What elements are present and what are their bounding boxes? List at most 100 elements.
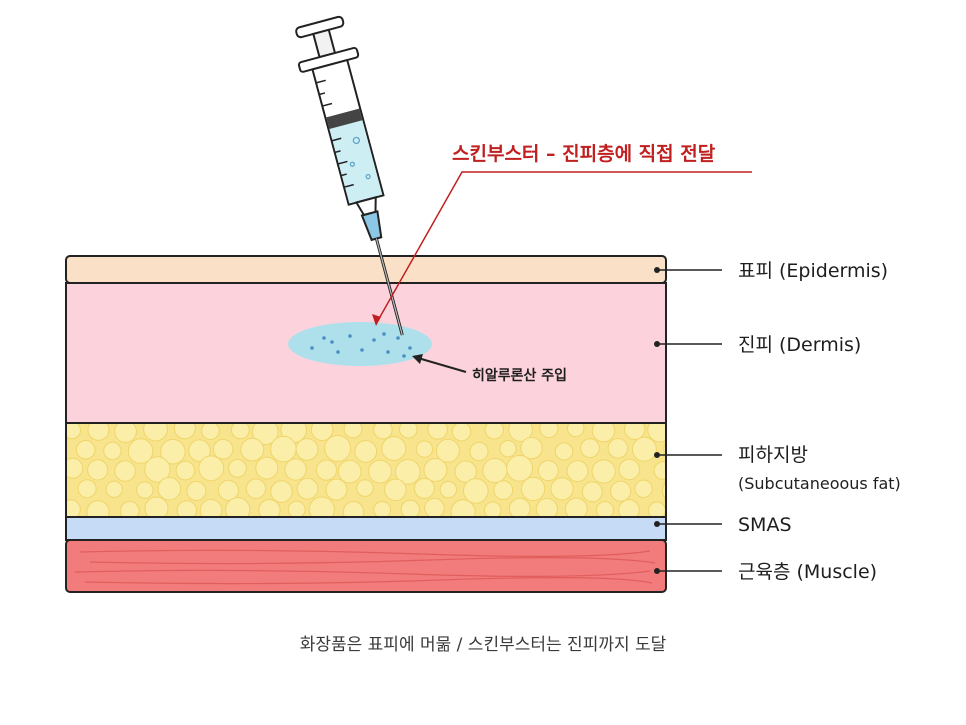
fat-cell bbox=[484, 423, 504, 440]
hyaluronic-dot bbox=[386, 350, 390, 354]
fat-cell bbox=[399, 423, 418, 439]
fat-cell bbox=[537, 460, 559, 482]
fat-cell bbox=[499, 440, 517, 458]
hyaluronic-dot bbox=[330, 340, 334, 344]
fat-cell bbox=[400, 499, 420, 517]
fat-cell bbox=[66, 457, 84, 479]
fat-cell bbox=[567, 423, 585, 438]
fat-cell bbox=[87, 423, 110, 441]
hyaluronic-dot bbox=[372, 338, 376, 342]
fat-cell bbox=[144, 496, 169, 517]
fat-cell bbox=[634, 479, 653, 498]
hyaluronic-dot bbox=[348, 334, 352, 338]
fat-cell bbox=[77, 479, 97, 499]
fat-cell bbox=[413, 477, 435, 499]
fat-cell bbox=[252, 423, 279, 446]
headline-callout: 스킨부스터 – 진피층에 직접 전달 bbox=[372, 143, 752, 326]
fat-cells bbox=[66, 423, 666, 517]
fat-cell bbox=[493, 480, 514, 501]
injection-callout: 히알루론산 주입 bbox=[412, 354, 567, 384]
fat-cell bbox=[270, 435, 297, 463]
fat-cell bbox=[157, 476, 182, 501]
fat-cell bbox=[119, 500, 140, 517]
fat-cell bbox=[217, 479, 239, 501]
fat-cell bbox=[103, 441, 122, 461]
hyaluronic-dot bbox=[336, 350, 340, 354]
fat-cell bbox=[631, 436, 657, 462]
fat-cell bbox=[258, 499, 281, 517]
label-dermis: 진피 (Dermis) bbox=[738, 334, 861, 356]
fat-cell bbox=[199, 498, 223, 517]
fat-cell bbox=[624, 423, 646, 440]
fat-cell bbox=[186, 481, 207, 501]
fat-cell bbox=[565, 497, 588, 517]
fat-cell bbox=[435, 438, 460, 463]
fat-cell bbox=[160, 438, 186, 465]
muscle-fibers bbox=[74, 549, 656, 585]
fat-cell bbox=[618, 458, 641, 481]
headline-text: 스킨부스터 – 진피층에 직접 전달 bbox=[452, 143, 716, 165]
fat-cell bbox=[315, 459, 337, 481]
fat-cell bbox=[554, 442, 574, 461]
fat-cell bbox=[368, 459, 392, 484]
fat-cell bbox=[483, 501, 502, 517]
fat-cell bbox=[66, 499, 81, 517]
leader-dots bbox=[654, 267, 660, 574]
fat-cell bbox=[591, 423, 616, 443]
fat-cell bbox=[539, 423, 559, 439]
fat-cell bbox=[86, 500, 110, 517]
label-smas: SMAS bbox=[738, 514, 792, 536]
fat-cell bbox=[325, 478, 348, 501]
hyaluronic-dot bbox=[408, 346, 412, 350]
fat-cell bbox=[308, 496, 335, 517]
fat-cell bbox=[136, 481, 154, 499]
fat-cell bbox=[114, 423, 137, 443]
fat-cell bbox=[212, 439, 234, 460]
fat-cell bbox=[342, 501, 365, 517]
fat-cell bbox=[482, 457, 508, 484]
fat-cell bbox=[114, 460, 136, 482]
fat-cell bbox=[373, 423, 393, 440]
fat-cell bbox=[508, 497, 531, 517]
fat-cell bbox=[520, 436, 543, 460]
skin-layers bbox=[65, 255, 667, 593]
fat-cell bbox=[423, 458, 448, 482]
caption: 화장품은 표피에 머묾 / 스킨부스터는 진피까지 도달 bbox=[300, 635, 667, 655]
fat-cell bbox=[384, 478, 407, 502]
syringe-icon bbox=[295, 15, 404, 336]
fat-cell bbox=[144, 456, 171, 483]
fat-cell bbox=[653, 461, 666, 480]
fat-cell bbox=[508, 423, 533, 442]
fat-cell bbox=[356, 479, 374, 497]
fat-cell bbox=[310, 423, 334, 441]
fat-cell bbox=[175, 460, 196, 481]
fat-cell bbox=[618, 499, 640, 517]
fat-cell bbox=[506, 454, 533, 482]
hyaluronic-dot bbox=[310, 346, 314, 350]
fat-cell bbox=[296, 477, 319, 500]
fat-cell bbox=[373, 500, 392, 517]
fat-cell bbox=[566, 460, 589, 483]
fat-cell bbox=[610, 480, 632, 502]
fat-cell bbox=[127, 438, 154, 464]
fat-cell bbox=[87, 459, 109, 481]
label-epidermis: 표피 (Epidermis) bbox=[738, 260, 888, 282]
fat-cell bbox=[66, 423, 81, 440]
fat-cell bbox=[201, 423, 220, 440]
fat-cell bbox=[231, 423, 250, 440]
injection-label: 히알루론산 주입 bbox=[472, 367, 567, 384]
label-subcutaneous: 피하지방 bbox=[738, 444, 808, 466]
fat-cell bbox=[324, 434, 352, 462]
fat-cell bbox=[337, 459, 362, 484]
fat-cell bbox=[295, 438, 319, 461]
fat-cell bbox=[591, 459, 616, 484]
smas-layer bbox=[65, 516, 667, 541]
fat-cell bbox=[469, 441, 489, 462]
layer-leaders bbox=[657, 269, 722, 572]
fat-cell bbox=[354, 440, 378, 463]
fat-cell bbox=[424, 497, 445, 517]
fat-cell bbox=[255, 456, 279, 480]
label-subcutaneous-sub: (Subcutaneoous fat) bbox=[738, 474, 901, 493]
hyaluronic-dot bbox=[322, 336, 326, 340]
